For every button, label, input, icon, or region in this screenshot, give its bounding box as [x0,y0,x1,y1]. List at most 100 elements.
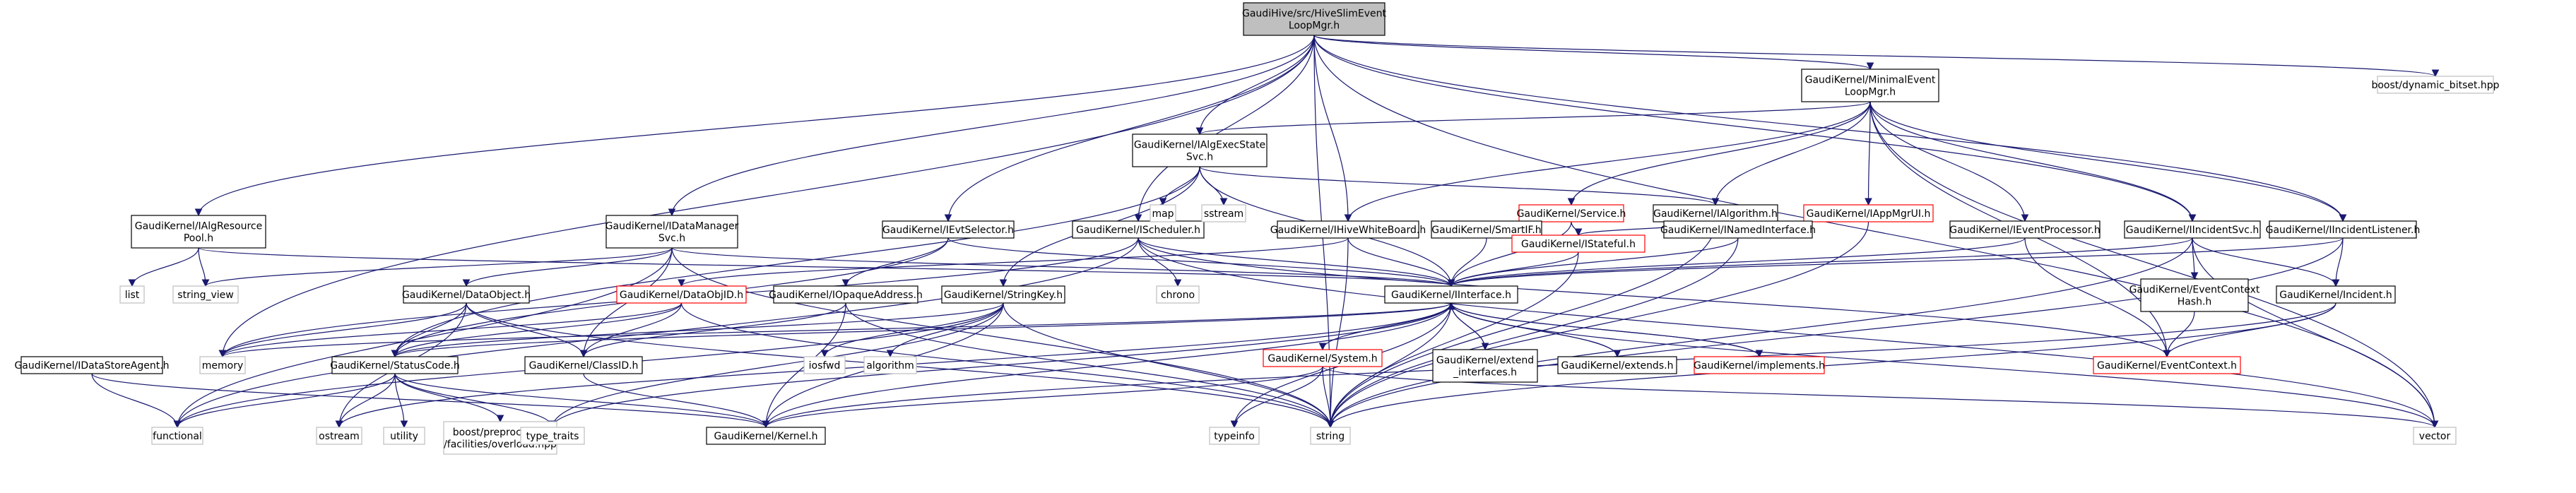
node-iopaque[interactable]: GaudiKernel/IOpaqueAddress.h [769,285,923,304]
node-service[interactable]: GaudiKernel/Service.h [1517,204,1626,222]
node-iosfwd: iosfwd [803,356,846,374]
edge-root-to-minimal [1313,35,1874,71]
edge-minimal-to-hivewb [1344,101,1871,222]
edge-statuscode-to-functional [173,373,396,429]
node-box [1653,204,1778,222]
node-incident[interactable]: GaudiKernel/Incident.h [2276,285,2396,304]
node-smartif[interactable]: GaudiKernel/SmartIF.h [1431,220,1542,239]
node-inamed[interactable]: GaudiKernel/INamedInterface.h [1660,220,1816,239]
node-hivewb[interactable]: GaudiKernel/IHiveWhiteBoard.h [1270,220,1426,239]
node-classid[interactable]: GaudiKernel/ClassID.h [524,356,643,374]
edge-minimal-to-service [1567,101,1871,206]
node-vector: vector [2413,427,2457,445]
edge-root-to-dynbitset [1313,35,2440,78]
node-box [1511,234,1646,253]
node-box [2276,285,2396,304]
edge-root-to-evtsel [944,35,1315,222]
node-label-line: sstream [1204,208,1243,220]
node-label-line: GaudiKernel/IInterface.h [1391,290,1511,301]
node-box [1431,220,1542,239]
node-iappmgrui[interactable]: GaudiKernel/IAppMgrUI.h [1803,204,1934,222]
node-label-line: GaudiKernel/IAlgExecState [1134,140,1265,151]
node-list: list [119,285,145,304]
node-box [1209,427,1260,445]
node-iinterface[interactable]: GaudiKernel/IInterface.h [1384,285,1518,304]
node-label-line: GaudiKernel/DataObjID.h [620,290,743,301]
node-label-line: GaudiKernel/Kernel.h [714,431,817,442]
node-box [1150,204,1176,222]
node-label-line: GaudiKernel/ClassID.h [529,360,639,372]
node-functional: functional [151,427,203,445]
node-box [1557,356,1677,374]
node-ostream: ostream [316,427,362,445]
node-label-line: GaudiKernel/EventContext [2129,285,2260,296]
edge-statuscode-to-utility [394,373,408,429]
node-dataobject[interactable]: GaudiKernel/DataObject.h [402,285,531,304]
node-box [2140,278,2249,312]
node-label-line: GaudiHive/src/HiveSlimEvent [1242,8,1387,20]
node-box [941,285,1065,304]
node-box [2269,220,2417,239]
node-label-line: iosfwd [809,360,841,372]
node-label-line: vector [2419,431,2451,442]
node-label-line: ostream [319,431,360,442]
node-box [1072,220,1205,239]
node-iincsvc[interactable]: GaudiKernel/IIncidentSvc.h [2124,220,2261,239]
node-box [2093,356,2241,374]
node-label-line: GaudiKernel/IStateful.h [1521,239,1636,250]
node-extends[interactable]: GaudiKernel/extends.h [1557,356,1677,374]
node-memory: memory [199,356,246,374]
node-label-line: GaudiKernel/IScheduler.h [1076,225,1200,236]
edge-iinclis-to-incident [2332,237,2344,287]
node-implements[interactable]: GaudiKernel/implements.h [1694,356,1825,374]
node-label-line: GaudiKernel/IDataStoreAgent.h [14,360,169,372]
node-label-line: GaudiKernel/extend [1436,355,1534,367]
node-ievtproc[interactable]: GaudiKernel/IEventProcessor.h [1949,220,2101,239]
node-box [151,427,203,445]
node-label-line: GaudiKernel/StatusCode.h [330,360,460,372]
edge-datamgr-to-string_view [201,247,673,287]
edge-statuscode-to-overload [394,373,504,423]
node-ialgorithm[interactable]: GaudiKernel/IAlgorithm.h [1653,204,1778,222]
node-label-line: memory [202,360,244,372]
node-label-line: GaudiKernel/IIncidentListener.h [2266,225,2421,236]
node-label-line: list [125,290,140,301]
node-dataobjid[interactable]: GaudiKernel/DataObjID.h [616,285,747,304]
node-label-line: GaudiKernel/IAppMgrUI.h [1807,208,1931,220]
node-istateful[interactable]: GaudiKernel/IStateful.h [1511,234,1646,253]
node-box [706,427,826,445]
node-box [616,285,747,304]
node-scheduler[interactable]: GaudiKernel/IScheduler.h [1072,220,1205,239]
node-box [2377,76,2494,94]
node-label-line: GaudiKernel/INamedInterface.h [1660,225,1816,236]
node-label-line: GaudiKernel/DataObject.h [402,290,531,301]
node-evtsel[interactable]: GaudiKernel/IEvtSelector.h [882,220,1015,239]
node-dynbitset: boost/dynamic_bitset.hpp [2371,76,2500,94]
node-statuscode[interactable]: GaudiKernel/StatusCode.h [330,356,460,374]
edge-minimal-to-algexec [1195,101,1871,136]
node-label-line: utility [390,431,418,442]
node-label-line: LoopMgr.h [1845,87,1896,98]
node-iinclis[interactable]: GaudiKernel/IIncidentListener.h [2266,220,2421,239]
node-kernel[interactable]: GaudiKernel/Kernel.h [706,427,826,445]
node-stringkey[interactable]: GaudiKernel/StringKey.h [941,285,1065,304]
node-eventcontext[interactable]: GaudiKernel/EventContext.h [2093,356,2241,374]
node-label-line: Hash.h [2178,297,2212,308]
edge-iinterface-to-statuscode [391,302,1452,358]
node-box [383,427,425,445]
node-utility: utility [383,427,425,445]
node-idatastore[interactable]: GaudiKernel/IDataStoreAgent.h [14,356,170,374]
node-label-line: GaudiKernel/IAlgResource [135,221,262,232]
node-system[interactable]: GaudiKernel/System.h [1263,349,1383,367]
node-extinterfaces[interactable]: GaudiKernel/extend_interfaces.h [1432,349,1538,383]
edge-minimal-to-iincsvc [1869,101,2197,222]
edge-system-to-string [1322,366,1335,429]
node-label-line: GaudiKernel/SmartIF.h [1431,225,1541,236]
